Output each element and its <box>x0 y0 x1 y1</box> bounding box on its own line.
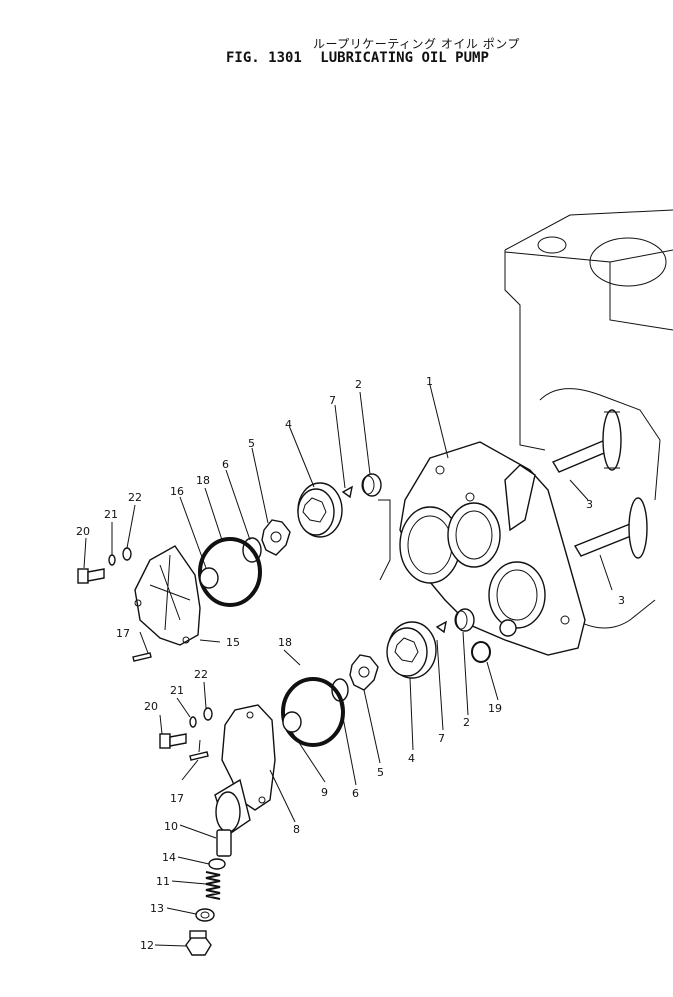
callout-18-upper: 18 <box>196 474 210 487</box>
callout-20-upper: 20 <box>76 525 90 538</box>
callout-22-upper: 22 <box>128 491 142 504</box>
callout-3-lower: 3 <box>618 594 625 607</box>
callout-3-upper: 3 <box>586 498 593 511</box>
lower-o-ring-large <box>281 677 345 747</box>
figure-number: FIG. 1301 <box>226 50 302 66</box>
upper-o-ring-large <box>198 537 262 607</box>
leader-lines <box>83 384 613 947</box>
figure-name: LUBRICATING OIL PUMP <box>320 50 489 66</box>
upper-inner-rotor <box>261 519 291 556</box>
valve-plug-12 <box>185 930 212 956</box>
callout-13: 13 <box>150 902 164 915</box>
lower-o-ring-small <box>282 711 302 733</box>
upper-pin <box>132 652 152 662</box>
upper-outer-rotor <box>297 482 343 538</box>
callout-4-upper: 4 <box>285 418 292 431</box>
callout-20-lower: 20 <box>144 700 158 713</box>
gear-shaft-upper <box>551 409 622 473</box>
callout-labels: 1 2 7 4 5 6 18 16 22 21 20 3 3 17 15 18 … <box>76 375 625 952</box>
lower-bolt <box>159 733 187 749</box>
valve-spring <box>205 871 221 900</box>
callout-7-upper: 7 <box>329 394 336 407</box>
callout-1: 1 <box>426 375 433 388</box>
upper-pump-cover <box>134 545 201 646</box>
upper-bushing <box>361 473 382 497</box>
callout-17-upper: 17 <box>116 627 130 640</box>
figure-title-japanese: ループリケーティング オイル ポンプ <box>313 37 520 51</box>
lower-key <box>435 620 447 634</box>
lower-inner-rotor <box>349 654 379 691</box>
valve-gasket-13 <box>195 908 215 922</box>
callout-10: 10 <box>164 820 178 833</box>
callout-4-lower: 4 <box>408 752 415 765</box>
callout-9: 9 <box>321 786 328 799</box>
upper-key <box>341 485 353 499</box>
relief-valve <box>216 829 232 857</box>
callout-17-lower: 17 <box>170 792 184 805</box>
callout-6-lower: 6 <box>352 787 359 800</box>
callout-22-lower: 22 <box>194 668 208 681</box>
callout-11: 11 <box>156 875 170 888</box>
lower-pin <box>189 751 209 761</box>
callout-21-lower: 21 <box>170 684 184 697</box>
callout-6-upper: 6 <box>222 458 229 471</box>
callout-2-upper: 2 <box>355 378 362 391</box>
callout-14: 14 <box>162 851 176 864</box>
lower-bushing <box>454 608 475 632</box>
lower-pump-cover <box>214 704 276 837</box>
callout-8: 8 <box>293 823 300 836</box>
case-o-ring-19 <box>471 641 491 663</box>
gear-shaft-lower <box>573 497 648 559</box>
callout-18-lower: 18 <box>278 636 292 649</box>
pump-case <box>399 441 586 656</box>
callout-2-lower: 2 <box>463 716 470 729</box>
callout-12: 12 <box>140 939 154 952</box>
upper-o-ring-small <box>199 567 219 589</box>
valve-washer-14 <box>208 858 226 870</box>
callout-15: 15 <box>226 636 240 649</box>
callout-21-upper: 21 <box>104 508 118 521</box>
lower-washer-21 <box>189 716 197 728</box>
lower-outer-rotor <box>386 621 437 679</box>
upper-washer-21 <box>108 554 116 566</box>
figure-title: FIG. 1301 LUBRICATING OIL PUMP <box>226 50 499 66</box>
lower-washer-22 <box>203 707 213 721</box>
upper-bolt <box>77 568 105 584</box>
callout-16: 16 <box>170 485 184 498</box>
callout-19: 19 <box>488 702 502 715</box>
callout-5-upper: 5 <box>248 437 255 450</box>
callout-5-lower: 5 <box>377 766 384 779</box>
callout-7-lower: 7 <box>438 732 445 745</box>
upper-washer-22 <box>122 547 132 561</box>
